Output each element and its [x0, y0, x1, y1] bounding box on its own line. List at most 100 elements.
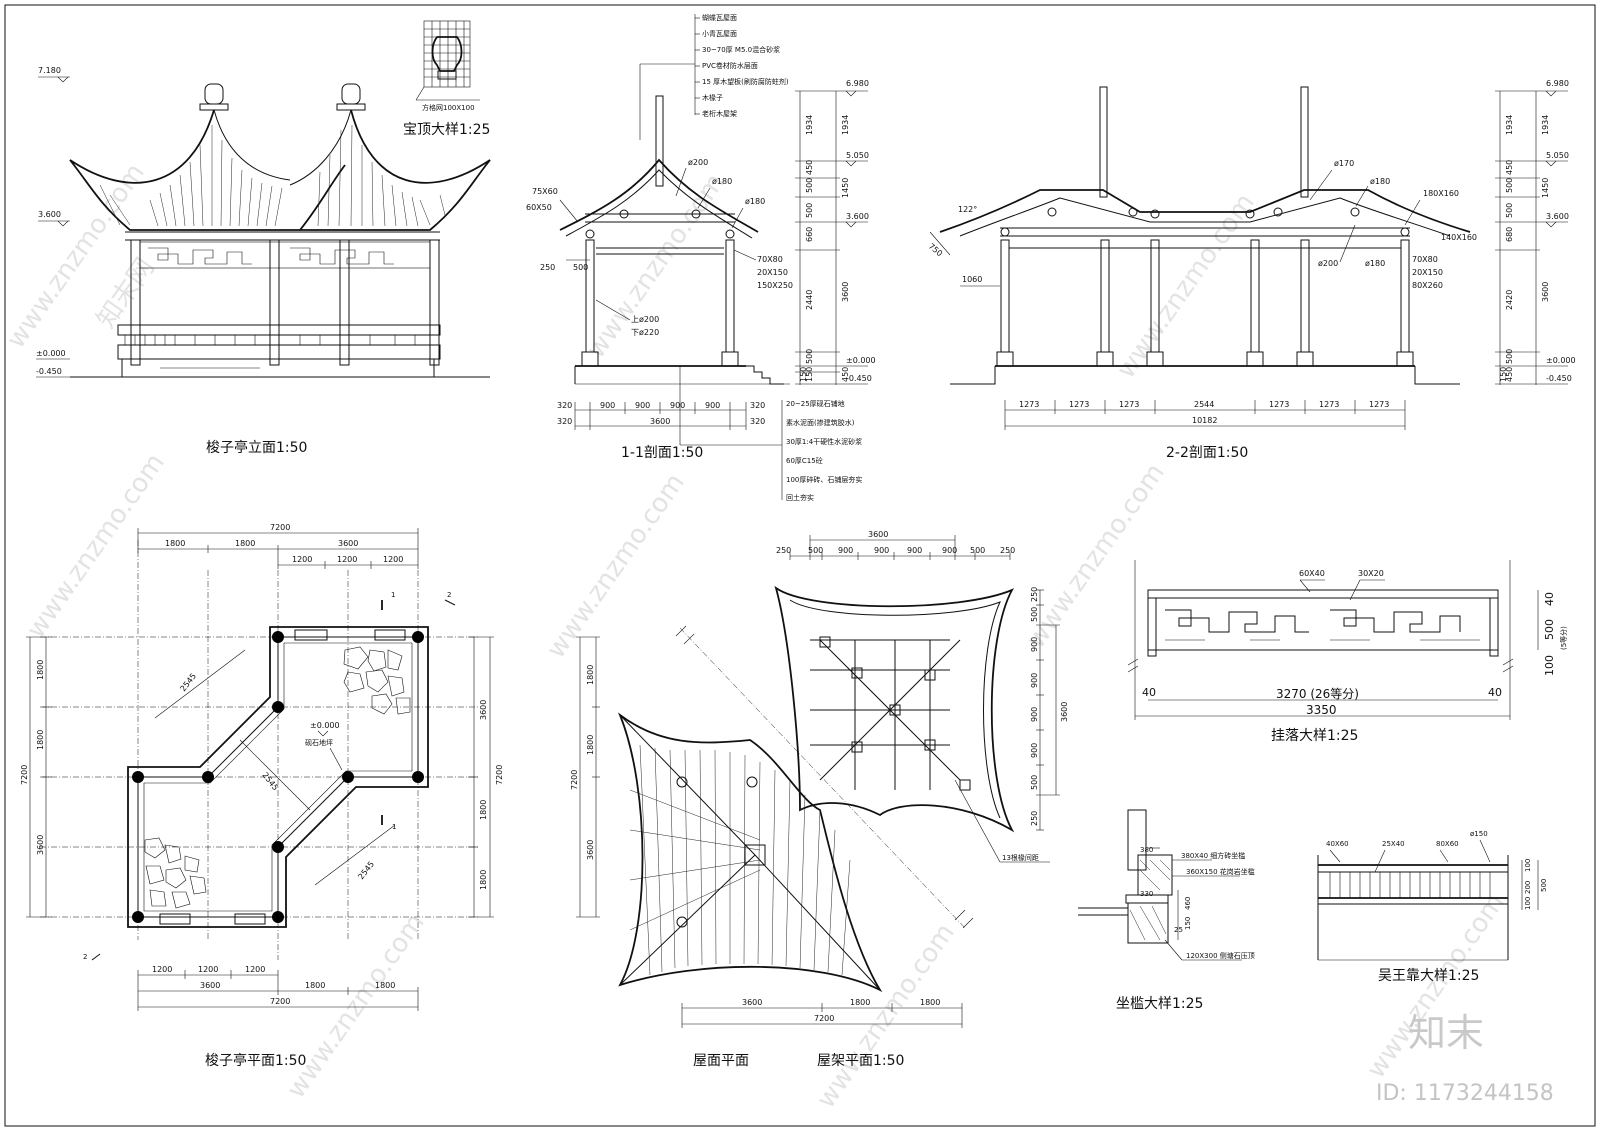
svg-text:ø150: ø150: [1470, 830, 1488, 838]
sheet-border: [4, 4, 1596, 1127]
svg-text:180X160: 180X160: [1423, 189, 1459, 198]
svg-text:500: 500: [1505, 178, 1514, 193]
svg-text:1273: 1273: [1269, 400, 1289, 409]
svg-text:ø180: ø180: [1370, 177, 1390, 186]
svg-text:100: 100: [1524, 859, 1532, 872]
svg-text:450: 450: [1505, 367, 1514, 382]
svg-text:380: 380: [1140, 846, 1153, 854]
svg-text:7200: 7200: [570, 770, 579, 790]
svg-text:150: 150: [1184, 917, 1192, 930]
svg-text:150X250: 150X250: [757, 281, 793, 290]
drawing-id: ID: 1173244158: [1376, 1081, 1554, 1106]
svg-text:3600: 3600: [1541, 282, 1550, 302]
svg-text:500: 500: [1505, 349, 1514, 364]
roof-tile-hatch: [99, 124, 446, 227]
svg-text:1800: 1800: [36, 660, 45, 680]
svg-text:75X60: 75X60: [532, 187, 558, 196]
wuwang-backrest-detail: 40X60 25X40 80X60 ø150 100 200 100 500 吴…: [1317, 830, 1548, 984]
svg-text:900: 900: [635, 401, 650, 410]
svg-text:1200: 1200: [245, 965, 265, 974]
svg-text:2544: 2544: [1194, 400, 1214, 409]
svg-text:1450: 1450: [1541, 178, 1550, 198]
svg-text:蝴蝶瓦屋面: 蝴蝶瓦屋面: [702, 13, 737, 22]
svg-text:3600: 3600: [1060, 702, 1069, 722]
svg-text:500: 500: [1030, 775, 1039, 790]
roof-plan-title: 屋面平面: [693, 1053, 749, 1069]
svg-text:1200: 1200: [152, 965, 172, 974]
svg-text:500: 500: [808, 546, 823, 555]
svg-text:1273: 1273: [1119, 400, 1139, 409]
svg-text:1800: 1800: [235, 539, 255, 548]
svg-text:1273: 1273: [1019, 400, 1039, 409]
svg-text:30X20: 30X20: [1358, 569, 1384, 578]
svg-text:20~25厚砚石铺地: 20~25厚砚石铺地: [786, 399, 845, 408]
svg-text:6.980: 6.980: [1546, 79, 1569, 88]
svg-text:900: 900: [942, 546, 957, 555]
svg-text:20X150: 20X150: [1412, 268, 1443, 277]
svg-text:30~70厚 M5.0混合砂浆: 30~70厚 M5.0混合砂浆: [702, 45, 780, 54]
svg-text:100厚碎砖、石铺层夯实: 100厚碎砖、石铺层夯实: [786, 475, 862, 484]
svg-text:250: 250: [1000, 546, 1015, 555]
svg-text:7200: 7200: [20, 765, 29, 785]
svg-text:3600: 3600: [742, 998, 762, 1007]
svg-text:150: 150: [799, 367, 808, 382]
svg-text:2: 2: [83, 953, 87, 961]
svg-text:素水泥面(掺建筑胶水): 素水泥面(掺建筑胶水): [786, 418, 855, 427]
svg-text:3600: 3600: [650, 417, 670, 426]
svg-text:-0.450: -0.450: [1546, 374, 1572, 383]
svg-text:ø180: ø180: [712, 177, 732, 186]
svg-text:900: 900: [670, 401, 685, 410]
svg-text:3600: 3600: [200, 981, 220, 990]
svg-text:3600: 3600: [586, 840, 595, 860]
svg-text:5.050: 5.050: [846, 151, 869, 160]
svg-text:900: 900: [1030, 743, 1039, 758]
svg-text:660: 660: [805, 227, 814, 242]
svg-text:900: 900: [1030, 707, 1039, 722]
svg-text:140X160: 140X160: [1441, 233, 1477, 242]
svg-text:120X300 侧塘石压顶: 120X300 侧塘石压顶: [1186, 951, 1255, 960]
svg-text:200: 200: [1524, 881, 1532, 894]
svg-text:下ø220: 下ø220: [631, 328, 659, 337]
svg-text:60X50: 60X50: [526, 203, 552, 212]
seat-rail-detail: 380X40 细方砖坐槛 380 360X150 花岗岩坐槛 330 460 1…: [1078, 809, 1255, 1012]
svg-text:-0.450: -0.450: [846, 374, 872, 383]
svg-text:500: 500: [573, 263, 588, 272]
svg-text:1: 1: [392, 823, 396, 831]
svg-text:1934: 1934: [1505, 115, 1514, 135]
svg-text:500: 500: [970, 546, 985, 555]
svg-text:900: 900: [705, 401, 720, 410]
svg-text:900: 900: [1030, 673, 1039, 688]
svg-text:3.600: 3.600: [38, 210, 61, 219]
svg-text:1273: 1273: [1069, 400, 1089, 409]
svg-text:250: 250: [540, 263, 555, 272]
svg-text:25X40: 25X40: [1382, 840, 1405, 848]
svg-text:1273: 1273: [1369, 400, 1389, 409]
svg-text:1200: 1200: [383, 555, 403, 564]
flagstone-pattern-sw: [144, 837, 207, 909]
hanging-fret-detail: 60X40 30X20 40 40 3270 (26等分) 3350 40 50…: [1127, 560, 1568, 744]
svg-text:1800: 1800: [920, 998, 940, 1007]
svg-text:方格网100X100: 方格网100X100: [422, 103, 475, 112]
svg-text:3.600: 3.600: [1546, 212, 1569, 221]
svg-text:ø180: ø180: [745, 197, 765, 206]
section-1-1: 蝴蝶瓦屋面 小青瓦屋面 30~70厚 M5.0混合砂浆 PVC卷材防水层面 15…: [526, 13, 876, 502]
svg-text:40: 40: [1488, 686, 1502, 699]
svg-text:3600: 3600: [479, 700, 488, 720]
svg-text:20X150: 20X150: [757, 268, 788, 277]
hanging-title: 挂落大样1:25: [1271, 728, 1358, 744]
svg-text:-0.450: -0.450: [36, 367, 62, 376]
section-1-title: 1-1剖面1:50: [621, 445, 703, 461]
svg-text:60X40: 60X40: [1299, 569, 1325, 578]
svg-text:1060: 1060: [962, 275, 982, 284]
svg-text:回土夯实: 回土夯实: [786, 493, 814, 502]
svg-text:1800: 1800: [305, 981, 325, 990]
seat-title: 坐槛大样1:25: [1116, 996, 1203, 1012]
section-2-2: 122° 750 ø170 ø180 180X160 140X160 ø200 …: [927, 79, 1576, 461]
svg-text:3600: 3600: [36, 835, 45, 855]
svg-text:1800: 1800: [479, 870, 488, 890]
svg-text:40X60: 40X60: [1326, 840, 1349, 848]
svg-text:250: 250: [776, 546, 791, 555]
svg-text:460: 460: [1184, 897, 1192, 910]
svg-text:500: 500: [805, 203, 814, 218]
